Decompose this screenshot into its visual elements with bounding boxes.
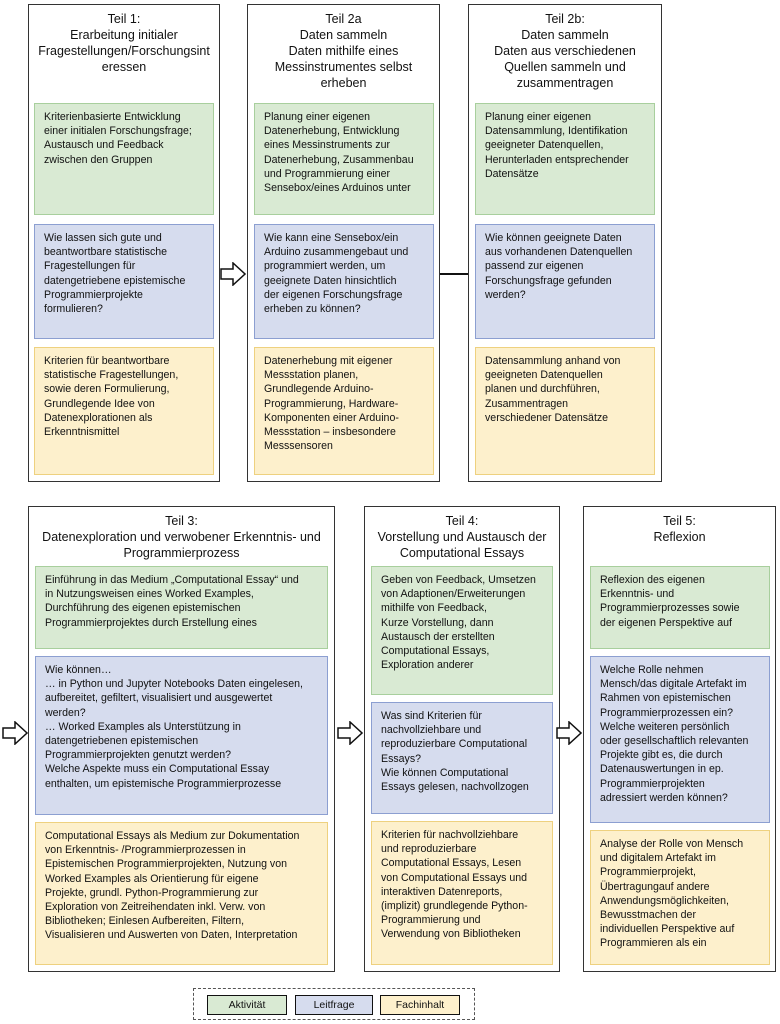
arrow-right-icon — [556, 721, 582, 745]
arrow-right-icon — [2, 721, 28, 745]
column-title: Teil 5: Reflexion — [653, 514, 706, 544]
content-box: Kriterien für beantwortbare statistische… — [34, 347, 214, 475]
content-box: Datenerhebung mit eigener Messstation pl… — [254, 347, 434, 475]
column-title: Teil 4: Vorstellung und Austausch der Co… — [377, 514, 547, 560]
activity-box: Reflexion des eigenen Erkenntnis- und Pr… — [590, 566, 770, 649]
content-box: Computational Essays als Medium zur Doku… — [35, 822, 328, 965]
content-box: Datensammlung anhand von geeigneten Date… — [475, 347, 655, 475]
legend-question: Leitfrage — [295, 995, 373, 1015]
activity-box: Geben von Feedback, Umsetzen von Adaptio… — [371, 566, 553, 695]
question-box: Wie kann eine Sensebox/ein Arduino zusam… — [254, 224, 434, 339]
question-box: Was sind Kriterien für nachvollziehbare … — [371, 702, 553, 814]
connector-line — [440, 273, 468, 275]
activity-box: Planung einer eigenen Datensammlung, Ide… — [475, 103, 655, 215]
activity-box: Planung einer eigenen Datenerhebung, Ent… — [254, 103, 434, 215]
column-title: Teil 3: Datenexploration und verwobener … — [42, 514, 321, 560]
column-title: Teil 1: Erarbeitung initialer Fragestell… — [38, 12, 210, 74]
column-title: Teil 2b: Daten sammeln Daten aus verschi… — [494, 12, 636, 90]
legend-content: Fachinhalt — [380, 995, 460, 1015]
question-box: Wie lassen sich gute und beantwortbare s… — [34, 224, 214, 339]
arrow-right-icon — [220, 262, 246, 286]
column-title: Teil 2a Daten sammeln Daten mithilfe ein… — [274, 12, 413, 90]
activity-box: Kriterienbasierte Entwicklung einer init… — [34, 103, 214, 215]
content-box: Analyse der Rolle von Mensch und digital… — [590, 830, 770, 965]
question-box: Wie können… … in Python und Jupyter Note… — [35, 656, 328, 815]
legend-activity: Aktivität — [207, 995, 287, 1015]
legend: Aktivität Leitfrage Fachinhalt — [193, 988, 475, 1020]
question-box: Wie können geeignete Daten aus vorhanden… — [475, 224, 655, 339]
question-box: Welche Rolle nehmen Mensch/das digitale … — [590, 656, 770, 823]
activity-box: Einführung in das Medium „Computational … — [35, 566, 328, 649]
arrow-right-icon — [337, 721, 363, 745]
content-box: Kriterien für nachvollziehbare und repro… — [371, 821, 553, 965]
